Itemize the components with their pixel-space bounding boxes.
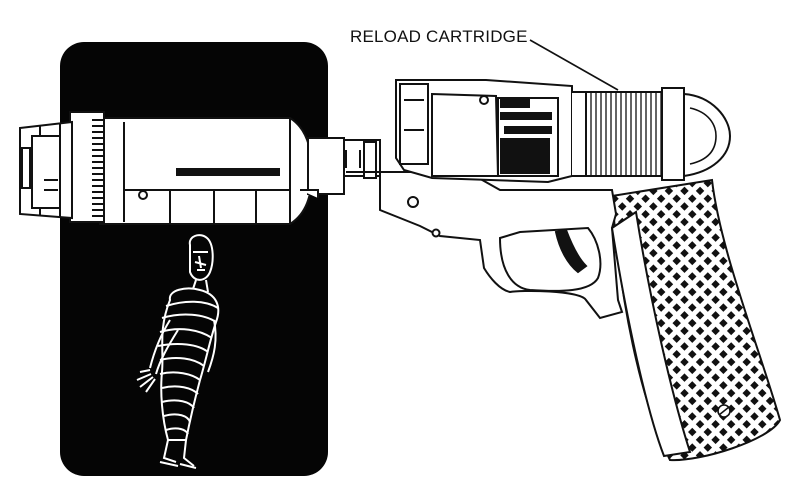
wrapped-figure bbox=[136, 234, 220, 469]
frame bbox=[379, 171, 692, 458]
receiver-housing bbox=[395, 79, 611, 184]
callout-leader-line bbox=[529, 39, 619, 91]
trigger bbox=[554, 228, 588, 274]
reload-cartridge-label: RELOAD CARTRIDGE bbox=[350, 27, 528, 46]
trigger-guard bbox=[498, 226, 602, 292]
reload-cartridge bbox=[585, 87, 732, 181]
blaster-barrel bbox=[19, 111, 404, 225]
stun-setting-panel bbox=[497, 97, 559, 177]
